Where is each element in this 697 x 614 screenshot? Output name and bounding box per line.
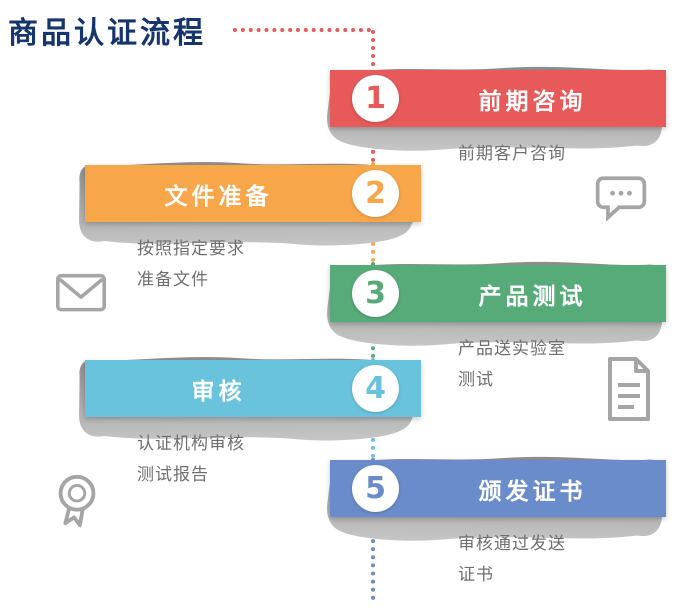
step-1: 1 前期咨询 前期客户咨询 — [318, 55, 666, 187]
step-description: 认证机构审核 测试报告 — [137, 429, 245, 492]
consultation-icon — [593, 168, 649, 224]
step-4: 4 审核 认证机构审核 测试报告 — [75, 345, 423, 485]
step-title: 文件准备 — [164, 183, 273, 210]
step-description: 审核通过发送 证书 — [458, 529, 566, 592]
step-banner: 4 审核 — [85, 360, 421, 417]
step-number-badge: 4 — [352, 365, 399, 412]
step-banner: 5 颁发证书 — [330, 460, 666, 517]
step-number-badge: 5 — [352, 465, 399, 512]
step-banner: 1 前期咨询 — [330, 70, 666, 127]
step-banner: 2 文件准备 — [85, 165, 421, 222]
step-title: 前期咨询 — [478, 88, 587, 115]
connector-horizontal — [233, 28, 371, 32]
step-description-line: 证书 — [458, 565, 494, 586]
step-title: 审核 — [191, 378, 246, 405]
step-description-line: 认证机构审核 — [137, 434, 245, 454]
step-banner: 3 产品测试 — [330, 265, 666, 322]
step-description: 产品送实验室 测试 — [458, 334, 566, 397]
step-description-line: 审核通过发送 — [458, 534, 566, 554]
step-title: 产品测试 — [478, 283, 587, 310]
seal-icon — [48, 470, 106, 528]
step-description-line: 测试 — [458, 370, 494, 391]
step-description-line: 前期客户咨询 — [458, 144, 566, 164]
step-number-badge: 1 — [352, 75, 399, 122]
step-description-line: 产品送实验室 — [458, 339, 566, 359]
step-title: 颁发证书 — [478, 478, 587, 505]
envelope-icon — [52, 265, 110, 315]
step-5: 5 颁发证书 审核通过发送 证书 — [318, 445, 666, 585]
step-description-line: 测试报告 — [137, 465, 209, 486]
step-description-line: 按照指定要求 — [137, 239, 245, 259]
document-icon — [600, 355, 656, 423]
step-2: 2 文件准备 按照指定要求 准备文件 — [75, 150, 423, 290]
page-title: 商品认证流程 — [8, 16, 206, 51]
step-3: 3 产品测试 产品送实验室 测试 — [318, 250, 666, 390]
step-description: 前期客户咨询 — [458, 139, 566, 170]
step-description: 按照指定要求 准备文件 — [137, 234, 245, 297]
step-description-line: 准备文件 — [137, 270, 209, 291]
step-number-badge: 3 — [352, 270, 399, 317]
step-number-badge: 2 — [352, 170, 399, 217]
